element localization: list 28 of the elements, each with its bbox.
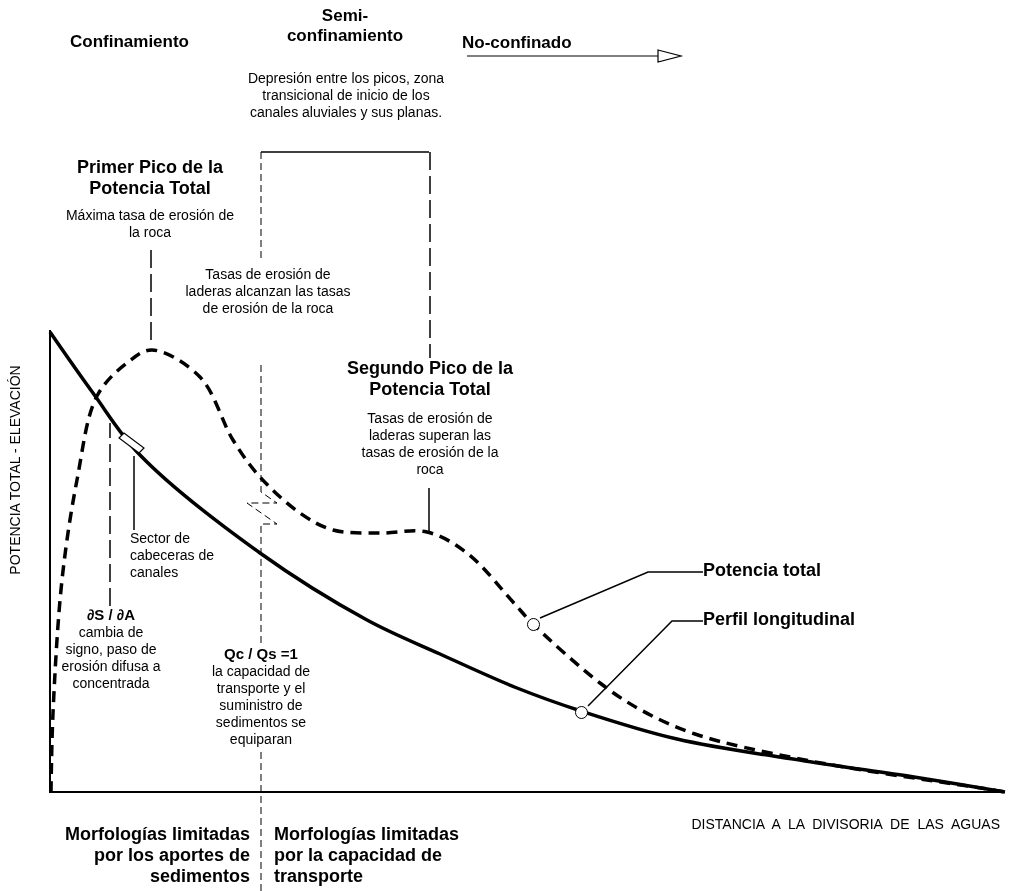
- axis-title: POTENCIA TOTAL - ELEVACIÓN: [7, 364, 24, 577]
- leader-line: [539, 571, 704, 619]
- region-label: Morfologías limitadas por la capacidad de transporte: [274, 824, 461, 887]
- curve-label: Perfil longitudinal: [703, 609, 856, 630]
- leader-line: [429, 151, 431, 359]
- annotation-text: Tasas de erosión de laderas superan las tasas de erosión de la roca: [360, 410, 500, 478]
- zone-label: Semi- confinamiento: [285, 6, 405, 46]
- annotation-text: Depresión entre los picos, zona transicional de inicio de los canales aluviales y sus planas.: [246, 70, 446, 121]
- annotation-text: Sector de cabeceras de canales: [130, 530, 216, 581]
- leader-line: [109, 422, 111, 607]
- leader-line: [133, 455, 135, 531]
- annotation-heading: Segundo Pico de la Potencia Total: [346, 358, 514, 400]
- annotation-heading: Primer Pico de la Potencia Total: [75, 157, 225, 199]
- region-label: Morfologías limitadas por los aportes de sedimentos: [63, 824, 250, 887]
- annotation-text: Tasas de erosión de laderas alcanzan las tasas de erosión de la roca: [185, 266, 351, 317]
- annotation-heading: ∂S / ∂A: [85, 606, 137, 624]
- zone-label: No-confinado: [462, 33, 573, 53]
- curve-point-marker: [575, 706, 588, 719]
- annotation-text: cambia de signo, paso de erosión difusa a concentrada: [60, 624, 162, 692]
- leader-line: [428, 487, 430, 534]
- annotation-text: Máxima tasa de erosión de la roca: [65, 207, 235, 241]
- zone-label: Confinamiento: [70, 32, 190, 52]
- annotation-heading: Qc / Qs =1: [223, 645, 299, 663]
- axis-title: DISTANCIA A LA DIVISORIA DE LAS AGUAS: [690, 816, 1000, 833]
- annotation-text: la capacidad de transporte y el suministro de sedimentos se equiparan: [210, 663, 312, 748]
- curve-point-marker: [527, 618, 540, 631]
- leader-line: [587, 620, 704, 707]
- curve-label: Potencia total: [703, 560, 823, 581]
